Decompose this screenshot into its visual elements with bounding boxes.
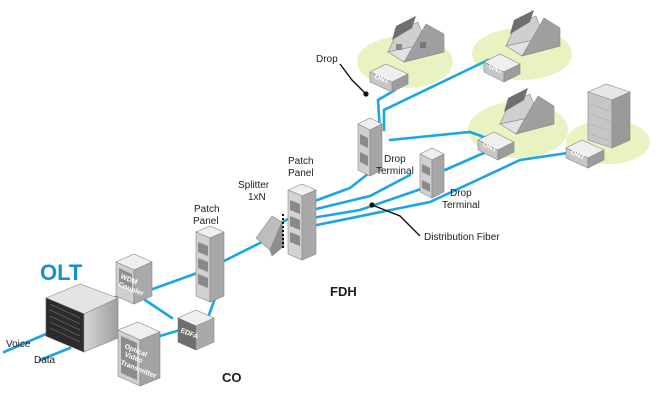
distribution-fiber-leader	[371, 204, 421, 237]
co-label: CO	[222, 370, 242, 385]
splitter-label-line1: Splitter	[238, 180, 270, 191]
drop-leader-dot	[363, 91, 369, 97]
olt-label: OLT	[40, 260, 83, 285]
fiber-wdm-edfa	[143, 298, 174, 320]
fiber-ovt-edfa	[158, 328, 182, 338]
olt-device	[45, 283, 119, 353]
drop-terminal-1-label-line2: Terminal	[376, 166, 414, 177]
splitter-label-line2: 1xN	[248, 192, 266, 203]
fiber-data-in	[38, 346, 72, 362]
ont-4-device: ONT	[565, 139, 605, 169]
distribution-fiber-label: Distribution Fiber	[424, 232, 500, 243]
splitter-device	[255, 214, 285, 257]
ont-1-device: ONT	[369, 63, 409, 93]
fdh-label: FDH	[330, 284, 357, 299]
drop-terminal-2-device	[419, 147, 445, 199]
leader-lines	[339, 63, 421, 237]
patch-panel-co-device	[195, 225, 225, 303]
fiber-terminal1-drop	[382, 58, 490, 132]
fiber-terminal2-house3	[443, 150, 488, 172]
patch-panel-co-label-line2: Panel	[193, 216, 219, 227]
ont-3-device: ONT	[477, 131, 515, 161]
fiber-voice-in	[2, 332, 48, 354]
patch-panel-fdh-device	[287, 183, 317, 261]
patch-panel-co-label-line1: Patch	[194, 204, 220, 215]
patch-panel-fdh-label-line1: Patch	[288, 156, 314, 167]
ont-2-device: ONT	[483, 53, 521, 83]
voice-label: Voice	[6, 339, 31, 350]
wdm-coupler-device: WDM Coupler	[115, 253, 153, 305]
house-1	[387, 16, 445, 63]
edfa-device: EDFA	[177, 309, 215, 351]
drop-leader	[339, 63, 367, 95]
fiber-patch-splitter	[220, 240, 264, 264]
data-label: Data	[34, 355, 56, 366]
distribution-fiber-dot	[369, 202, 375, 208]
fiber-distribution-1	[310, 148, 590, 228]
fiber-terminal1-house1	[376, 88, 397, 134]
patch-panel-fdh-label-line2: Panel	[288, 168, 314, 179]
optical-video-transmitter-device: Optical Video Transmitter	[117, 321, 161, 387]
house-2	[505, 10, 561, 57]
fiber-distribution-3	[310, 173, 412, 212]
drop-terminal-2-label-line2: Terminal	[442, 200, 480, 211]
apartment-building	[587, 83, 631, 149]
drop-label: Drop	[316, 54, 338, 65]
drop-terminal-1-device	[357, 117, 383, 177]
house-3	[499, 88, 555, 135]
drop-terminal-1-label-line1: Drop	[384, 154, 406, 165]
drop-terminal-2-label-line1: Drop	[450, 188, 472, 199]
fiber-distribution-2	[310, 186, 426, 220]
fiber-wdm-patch	[148, 270, 202, 292]
